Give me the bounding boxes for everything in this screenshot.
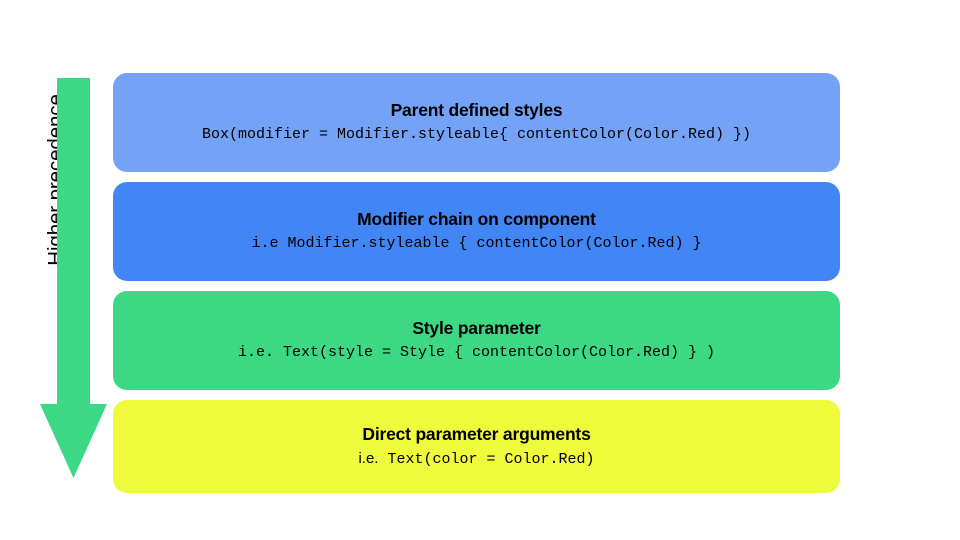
layer-code-sample: i.e. Text(style = Style { contentColor(C…	[237, 344, 716, 362]
layer-direct-parameter-arguments[interactable]: Direct parameter arguments i.e. Text(col…	[113, 400, 840, 493]
layer-title: Direct parameter arguments	[362, 423, 591, 444]
layer-modifier-chain-on-component[interactable]: Modifier chain on component i.e Modifier…	[113, 182, 840, 281]
down-arrow-icon	[40, 78, 110, 478]
layer-code-sample: Box(modifier = Modifier.styleable{ conte…	[201, 126, 752, 144]
layer-code-body: Text(color = Color.Red)	[378, 450, 595, 468]
layer-code-sample: i.e Modifier.styleable { contentColor(Co…	[251, 235, 702, 253]
layer-title: Modifier chain on component	[357, 209, 596, 230]
layer-title: Parent defined styles	[390, 100, 563, 121]
layer-code-prefix: i.e.	[358, 449, 379, 467]
layer-code-sample: i.e. Text(color = Color.Red)	[358, 450, 594, 470]
layer-title: Style parameter	[412, 318, 541, 339]
layer-style-parameter[interactable]: Style parameter i.e. Text(style = Style …	[113, 291, 840, 390]
layer-parent-defined-styles[interactable]: Parent defined styles Box(modifier = Mod…	[113, 73, 840, 172]
